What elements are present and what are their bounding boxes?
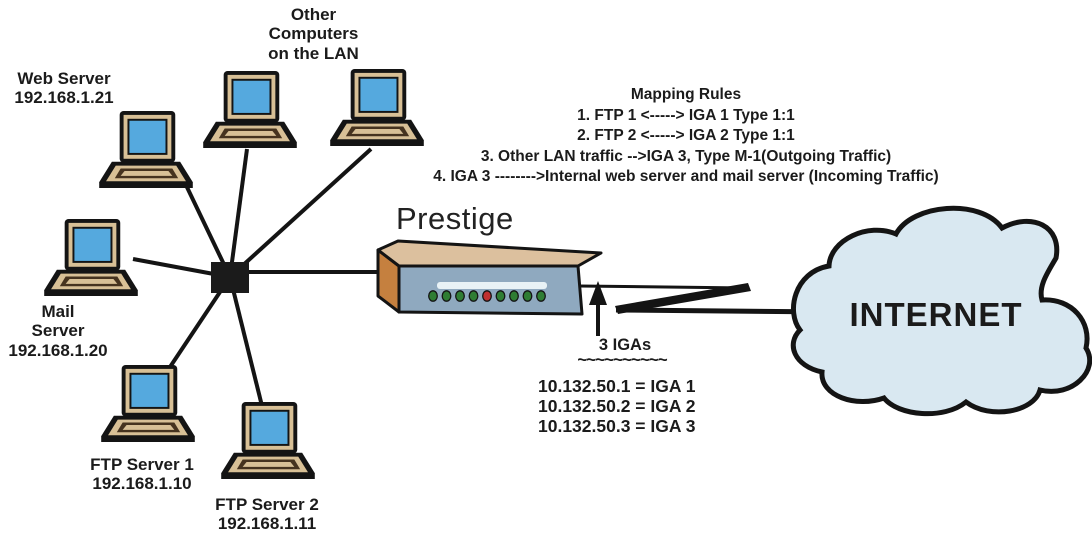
led-green	[441, 290, 452, 302]
router-led-strip	[437, 282, 547, 289]
router-name: Prestige	[396, 201, 514, 236]
igas-arrow	[589, 281, 607, 336]
router-top-face	[376, 239, 603, 268]
led-green	[428, 290, 438, 302]
internet-cloud	[790, 205, 1092, 417]
mapping-rule-3: 3. Other LAN traffic -->IGA 3, Type M-1(…	[480, 147, 892, 165]
web-server-label: Web Server 192.168.1.21	[8, 69, 120, 108]
lan-cable-web-server	[183, 182, 232, 278]
mapping-rule-1: 1. FTP 1 <-----> IGA 1 Type 1:1	[577, 106, 795, 124]
ftp-server-2-label: FTP Server 2 192.168.1.11	[187, 495, 347, 534]
igas-separator: ~~~~~~~~~~	[577, 350, 667, 369]
mapping-rule-2: 2. FTP 2 <-----> IGA 2 Type 1:1	[577, 127, 795, 144]
ftp-server-1-name: FTP Server 1	[90, 455, 194, 474]
mail-server-label: Mail Server 192.168.1.20	[0, 302, 119, 360]
mapping-rules-title: Mapping Rules	[630, 86, 742, 103]
web-server-ip: 192.168.1.21	[14, 88, 114, 108]
router-label: Prestige	[396, 201, 514, 236]
router-icon	[376, 239, 603, 316]
ftp-server-1-ip: 192.168.1.10	[92, 474, 192, 494]
other-computers-text: Other Computers on the LAN	[268, 5, 359, 63]
wan-link-bolt	[615, 283, 751, 314]
other-computers-label: Other Computers on the LAN	[263, 5, 364, 63]
lan-cable-other-computer-1	[228, 148, 249, 278]
igas-separator-text: ~~~~~~~~~~	[577, 350, 667, 369]
led-green	[455, 290, 465, 302]
led-red	[482, 290, 492, 302]
igas-label: 3 IGAs	[599, 336, 651, 355]
iga-address-list: 10.132.50.1 = IGA 1 10.132.50.2 = IGA 2 …	[538, 376, 695, 436]
lan-cable-other-computer-2	[228, 147, 373, 279]
mail-server-name: Mail Server	[31, 302, 85, 341]
led-green	[536, 290, 546, 302]
mail-server-ip: 192.168.1.20	[8, 340, 108, 360]
router-leds	[428, 290, 546, 302]
mapping-rules: Mapping Rules 1. FTP 1 <-----> IGA 1 Typ…	[305, 85, 1067, 188]
iga-address-1: 10.132.50.1 = IGA 1	[538, 376, 696, 396]
led-green	[495, 290, 506, 302]
internet-text: INTERNET	[849, 296, 1023, 333]
router-front-face	[397, 264, 584, 316]
led-green	[522, 290, 533, 302]
igas-arrow-head	[589, 281, 607, 305]
ftp-server-2-ip: 192.168.1.11	[217, 514, 317, 534]
computer-icon-mail-server	[44, 219, 138, 297]
wan-line-from-router	[578, 284, 748, 290]
led-green	[509, 290, 519, 302]
web-server-name: Web Server	[17, 69, 111, 88]
hub-icon	[211, 262, 249, 293]
ftp-server-1-label: FTP Server 1 192.168.1.10	[62, 455, 222, 494]
ftp-server-2-name: FTP Server 2	[215, 495, 319, 514]
iga-address-2: 10.132.50.2 = IGA 2	[538, 396, 696, 416]
led-green	[468, 290, 479, 302]
computer-icon-other-1	[203, 71, 297, 149]
iga-address-3: 10.132.50.3 = IGA 3	[538, 416, 696, 436]
lan-cable-ftp-server-2	[228, 276, 264, 407]
computer-icon-ftp-server-1	[101, 365, 195, 443]
computer-icon-ftp-server-2	[221, 402, 315, 480]
computer-icon-web-server	[99, 111, 193, 189]
mapping-rule-4: 4. IGA 3 -------->Internal web server an…	[433, 168, 939, 185]
internet-label: INTERNET	[850, 296, 1023, 334]
igas-text: 3 IGAs	[598, 336, 652, 354]
